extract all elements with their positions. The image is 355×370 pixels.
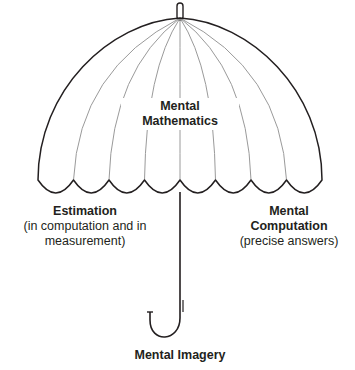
handle-end	[147, 311, 153, 312]
branch-note: (precise answers)	[233, 234, 345, 249]
base-heading: Mental Imagery	[95, 348, 265, 363]
umbrella-title: Mental Mathematics	[121, 98, 239, 130]
branch-heading: Estimation	[20, 204, 150, 219]
umbrella-canopy: Mental Mathematics	[36, 14, 324, 200]
branch-note: (in computation and in measurement)	[20, 219, 150, 249]
canopy-edge	[38, 18, 322, 193]
branch-heading: Mental Computation	[233, 204, 345, 234]
label-group: Mental Computation(precise answers)	[233, 204, 345, 249]
handle-grip	[182, 300, 183, 312]
label-group: Estimation(in computation and in measure…	[20, 204, 150, 249]
label-group: Mental Imagery	[95, 348, 265, 363]
umbrella-shaft	[150, 192, 180, 337]
